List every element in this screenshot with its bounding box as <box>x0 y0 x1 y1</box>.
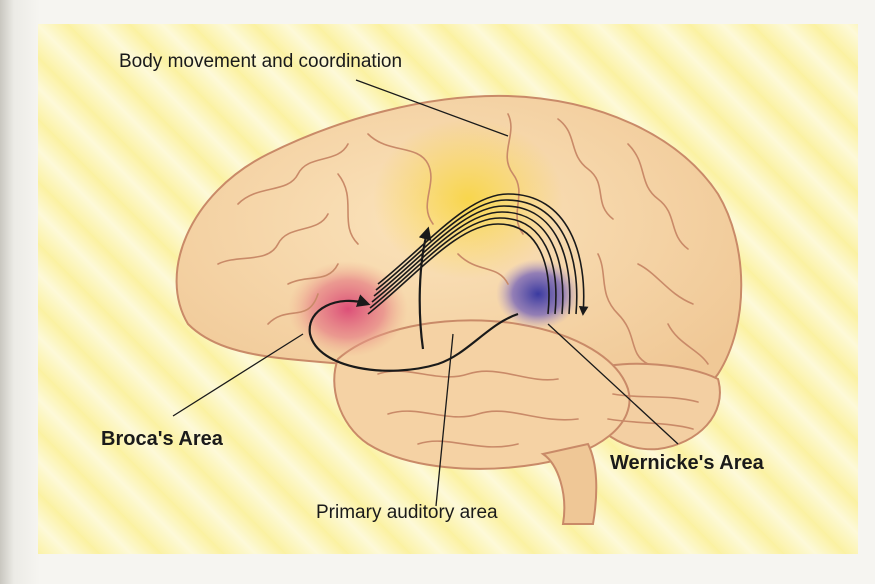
label-wernicke-area: Wernicke's Area <box>610 452 764 475</box>
label-broca-area: Broca's Area <box>101 428 223 451</box>
brainstem-shape <box>543 444 596 524</box>
label-primary-auditory-area: Primary auditory area <box>316 502 498 524</box>
diagram-panel: Body movement and coordination Broca's A… <box>38 24 858 554</box>
broca-region <box>288 261 408 357</box>
label-body-movement: Body movement and coordination <box>119 51 402 73</box>
